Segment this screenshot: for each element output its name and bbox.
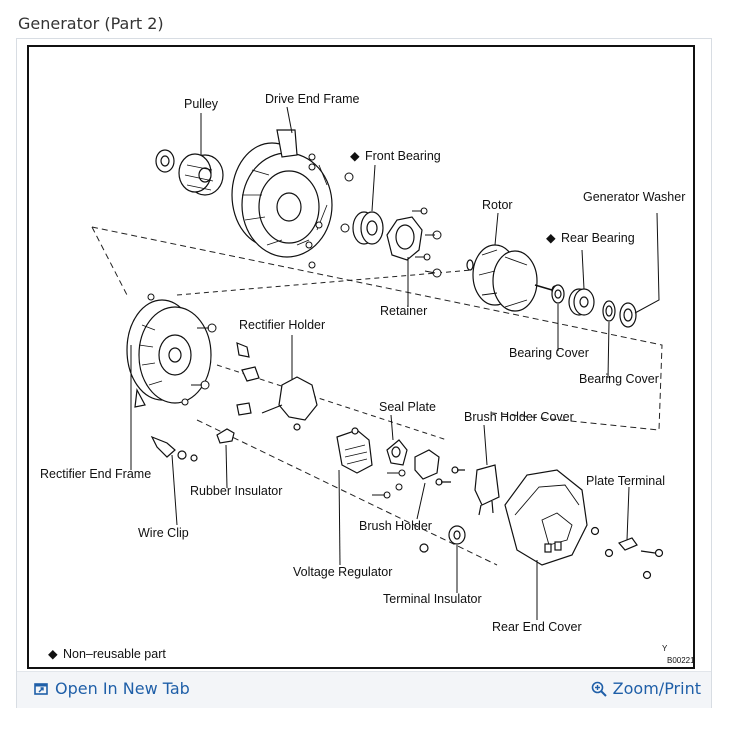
voltage-regulator-label: Voltage Regulator (293, 565, 392, 579)
drive-end-frame-part (231, 129, 333, 258)
pulley-part (155, 149, 224, 196)
rotor-part (466, 244, 559, 312)
exploded-diagram: Pulley Drive End Frame ◆ Front Bearing G… (27, 45, 697, 670)
rectifier-end-frame-part (126, 299, 212, 408)
drive-end-screws (305, 153, 354, 269)
retainer-screws (412, 207, 442, 278)
bearing-cover-1-part (551, 284, 565, 304)
brush-holder-part (414, 449, 465, 486)
drive-end-frame-label: Drive End Frame (265, 92, 360, 106)
rear-end-cover-part (504, 469, 588, 566)
rear-bearing-marker: ◆ (546, 231, 556, 245)
seal-plate-part (386, 439, 408, 466)
legend-label: Non–reusable part (63, 647, 166, 661)
wire-clip-label: Wire Clip (138, 526, 189, 540)
rubber-insulator-part (216, 428, 235, 444)
regulator-screws (372, 469, 406, 499)
open-in-new-tab-link[interactable]: Open In New Tab (33, 679, 190, 698)
brush-holder-cover-label: Brush Holder Cover (464, 410, 574, 424)
assembly-outline-dashed-left (91, 226, 128, 296)
front-bearing-part (352, 211, 384, 245)
terminal-insulator-label: Terminal Insulator (383, 592, 482, 606)
bearing-cover-2-label: Bearing Cover (579, 372, 659, 386)
rectifier-frame-screws (147, 293, 217, 406)
generator-washer-part (619, 302, 637, 328)
plate-terminal-label: Plate Terminal (586, 474, 665, 488)
pulley-label: Pulley (184, 97, 219, 111)
rotor-label: Rotor (482, 198, 513, 212)
front-bearing-marker: ◆ (350, 149, 360, 163)
wire-clip-part (150, 435, 198, 462)
retainer-label: Retainer (380, 304, 427, 318)
front-bearing-label: Front Bearing (365, 149, 441, 163)
rectifier-holder-part (236, 342, 318, 431)
bearing-cover-1-label: Bearing Cover (509, 346, 589, 360)
assembly-axis-dashed (176, 269, 473, 296)
assembly-outline-dashed (91, 226, 663, 431)
zoom-print-label: Zoom/Print (612, 679, 701, 698)
rear-bearing-part (568, 288, 595, 316)
rectifier-end-frame-label: Rectifier End Frame (40, 467, 151, 481)
bearing-cover-2-part (602, 300, 616, 322)
terminal-insulator-part (419, 525, 466, 553)
leader-lines (130, 106, 660, 620)
rear-bearing-label: Rear Bearing (561, 231, 635, 245)
open-in-new-tab-label: Open In New Tab (55, 679, 190, 698)
image-footer-bar: Open In New Tab Zoom/Print (17, 671, 711, 708)
zoom-print-link[interactable]: Zoom/Print (591, 679, 701, 698)
generator-washer-label: Generator Washer (583, 190, 685, 204)
figure-code-letter: Y (662, 644, 668, 653)
assembly-outline-dashed-bottom (196, 419, 498, 566)
rectifier-holder-label: Rectifier Holder (239, 318, 325, 332)
rear-end-cover-label: Rear End Cover (492, 620, 582, 634)
seal-plate-label: Seal Plate (379, 400, 436, 414)
rubber-insulator-label: Rubber Insulator (190, 484, 282, 498)
legend-marker: ◆ (48, 647, 58, 661)
open-new-tab-icon (34, 682, 48, 695)
brush-holder-label: Brush Holder (359, 519, 432, 533)
page-title: Generator (Part 2) (18, 14, 164, 33)
plate-terminal-part (590, 526, 664, 580)
retainer-part (386, 216, 423, 261)
brush-holder-cover-part (474, 464, 500, 516)
magnifier-plus-icon (591, 681, 607, 697)
voltage-regulator-part (336, 427, 373, 474)
figure-code: B00221 (667, 656, 695, 665)
